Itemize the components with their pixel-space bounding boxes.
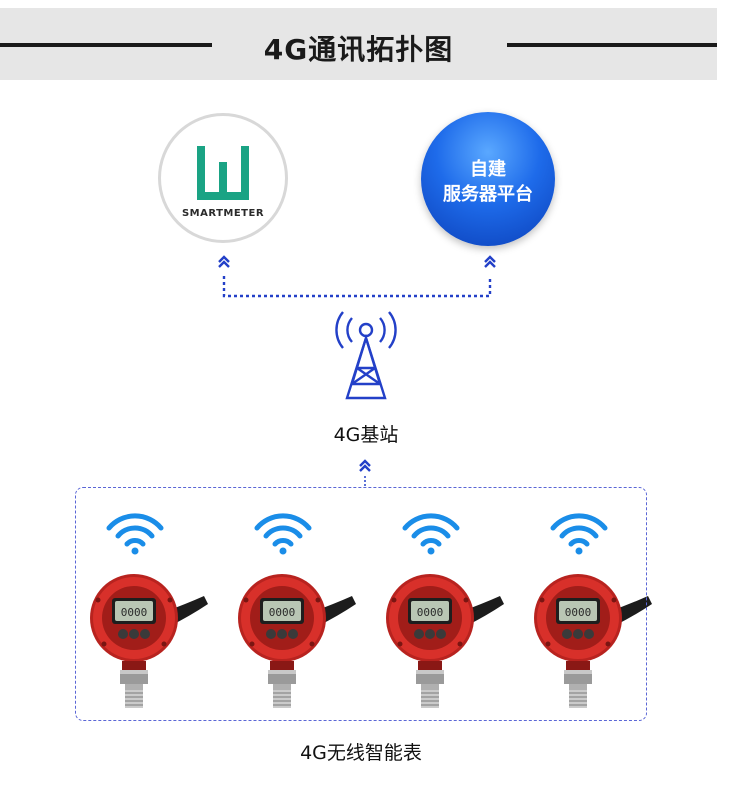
- arrow-up-devices-icon: [360, 461, 370, 471]
- cell-tower-icon: [336, 312, 395, 398]
- devices-label: 4G无线智能表: [261, 738, 461, 765]
- arrow-up-server-icon: [485, 257, 495, 267]
- device-group-frame: [75, 487, 647, 721]
- base-station-label: 4G基站: [296, 420, 436, 447]
- connector-line: [224, 276, 490, 296]
- arrow-up-logo-icon: [219, 257, 229, 267]
